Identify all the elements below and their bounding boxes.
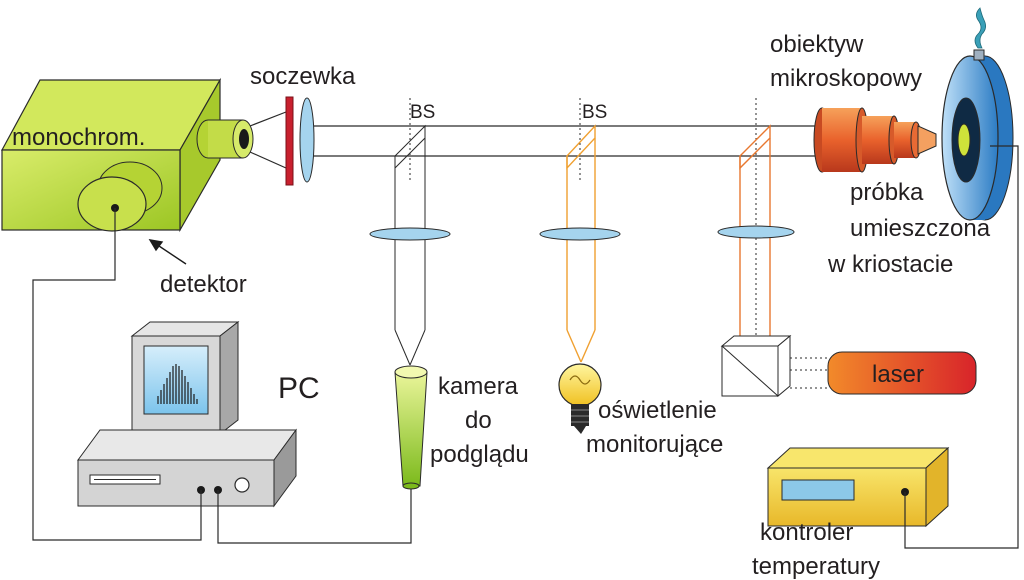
main-beam xyxy=(249,111,820,169)
lens-lighting xyxy=(539,227,621,241)
lens xyxy=(299,97,315,183)
beam-splitter-cube xyxy=(720,334,792,398)
laser-label: laser xyxy=(872,361,924,388)
cables xyxy=(32,145,1019,549)
detector-label: detektor xyxy=(160,271,247,298)
sample-label-line3: w kriostacie xyxy=(827,251,953,278)
filter xyxy=(285,96,294,186)
laser: laser xyxy=(827,351,977,395)
controller-label-line1: kontroler xyxy=(760,519,853,546)
arrow-icon xyxy=(148,239,187,265)
bs2-label: BS xyxy=(582,102,607,123)
camera-label-line3: podglądu xyxy=(430,441,529,468)
spectrum-trace xyxy=(157,364,198,404)
lighting-label-line1: oświetlenie xyxy=(598,397,717,424)
sample-label-line1: próbka xyxy=(850,179,924,206)
lens-laser xyxy=(717,225,795,239)
camera-label-line2: do xyxy=(465,407,492,434)
smoke-icon xyxy=(974,7,986,49)
cryostat xyxy=(941,49,1014,221)
monochromator-label: monochrom. xyxy=(12,124,145,151)
temperature-controller xyxy=(766,446,950,528)
pc-computer xyxy=(77,320,297,508)
camera-label-line1: kamera xyxy=(438,373,519,400)
pc-label: PC xyxy=(278,372,320,405)
microscope-objective xyxy=(813,107,937,173)
lightbulb-icon xyxy=(558,363,602,434)
lighting-label-line2: monitorujące xyxy=(586,431,723,458)
controller-label-line2: temperatury xyxy=(752,553,880,580)
camera xyxy=(394,365,428,490)
bs1-label: BS xyxy=(410,102,435,123)
objective-label-line2: mikroskopowy xyxy=(770,65,922,92)
objective-label-line1: obiektyw xyxy=(770,31,864,58)
lens-camera xyxy=(369,227,451,241)
sample-label-line2: umieszczona xyxy=(850,215,991,242)
monochromator: monochrom. xyxy=(0,77,254,233)
lens-label: soczewka xyxy=(250,63,356,90)
